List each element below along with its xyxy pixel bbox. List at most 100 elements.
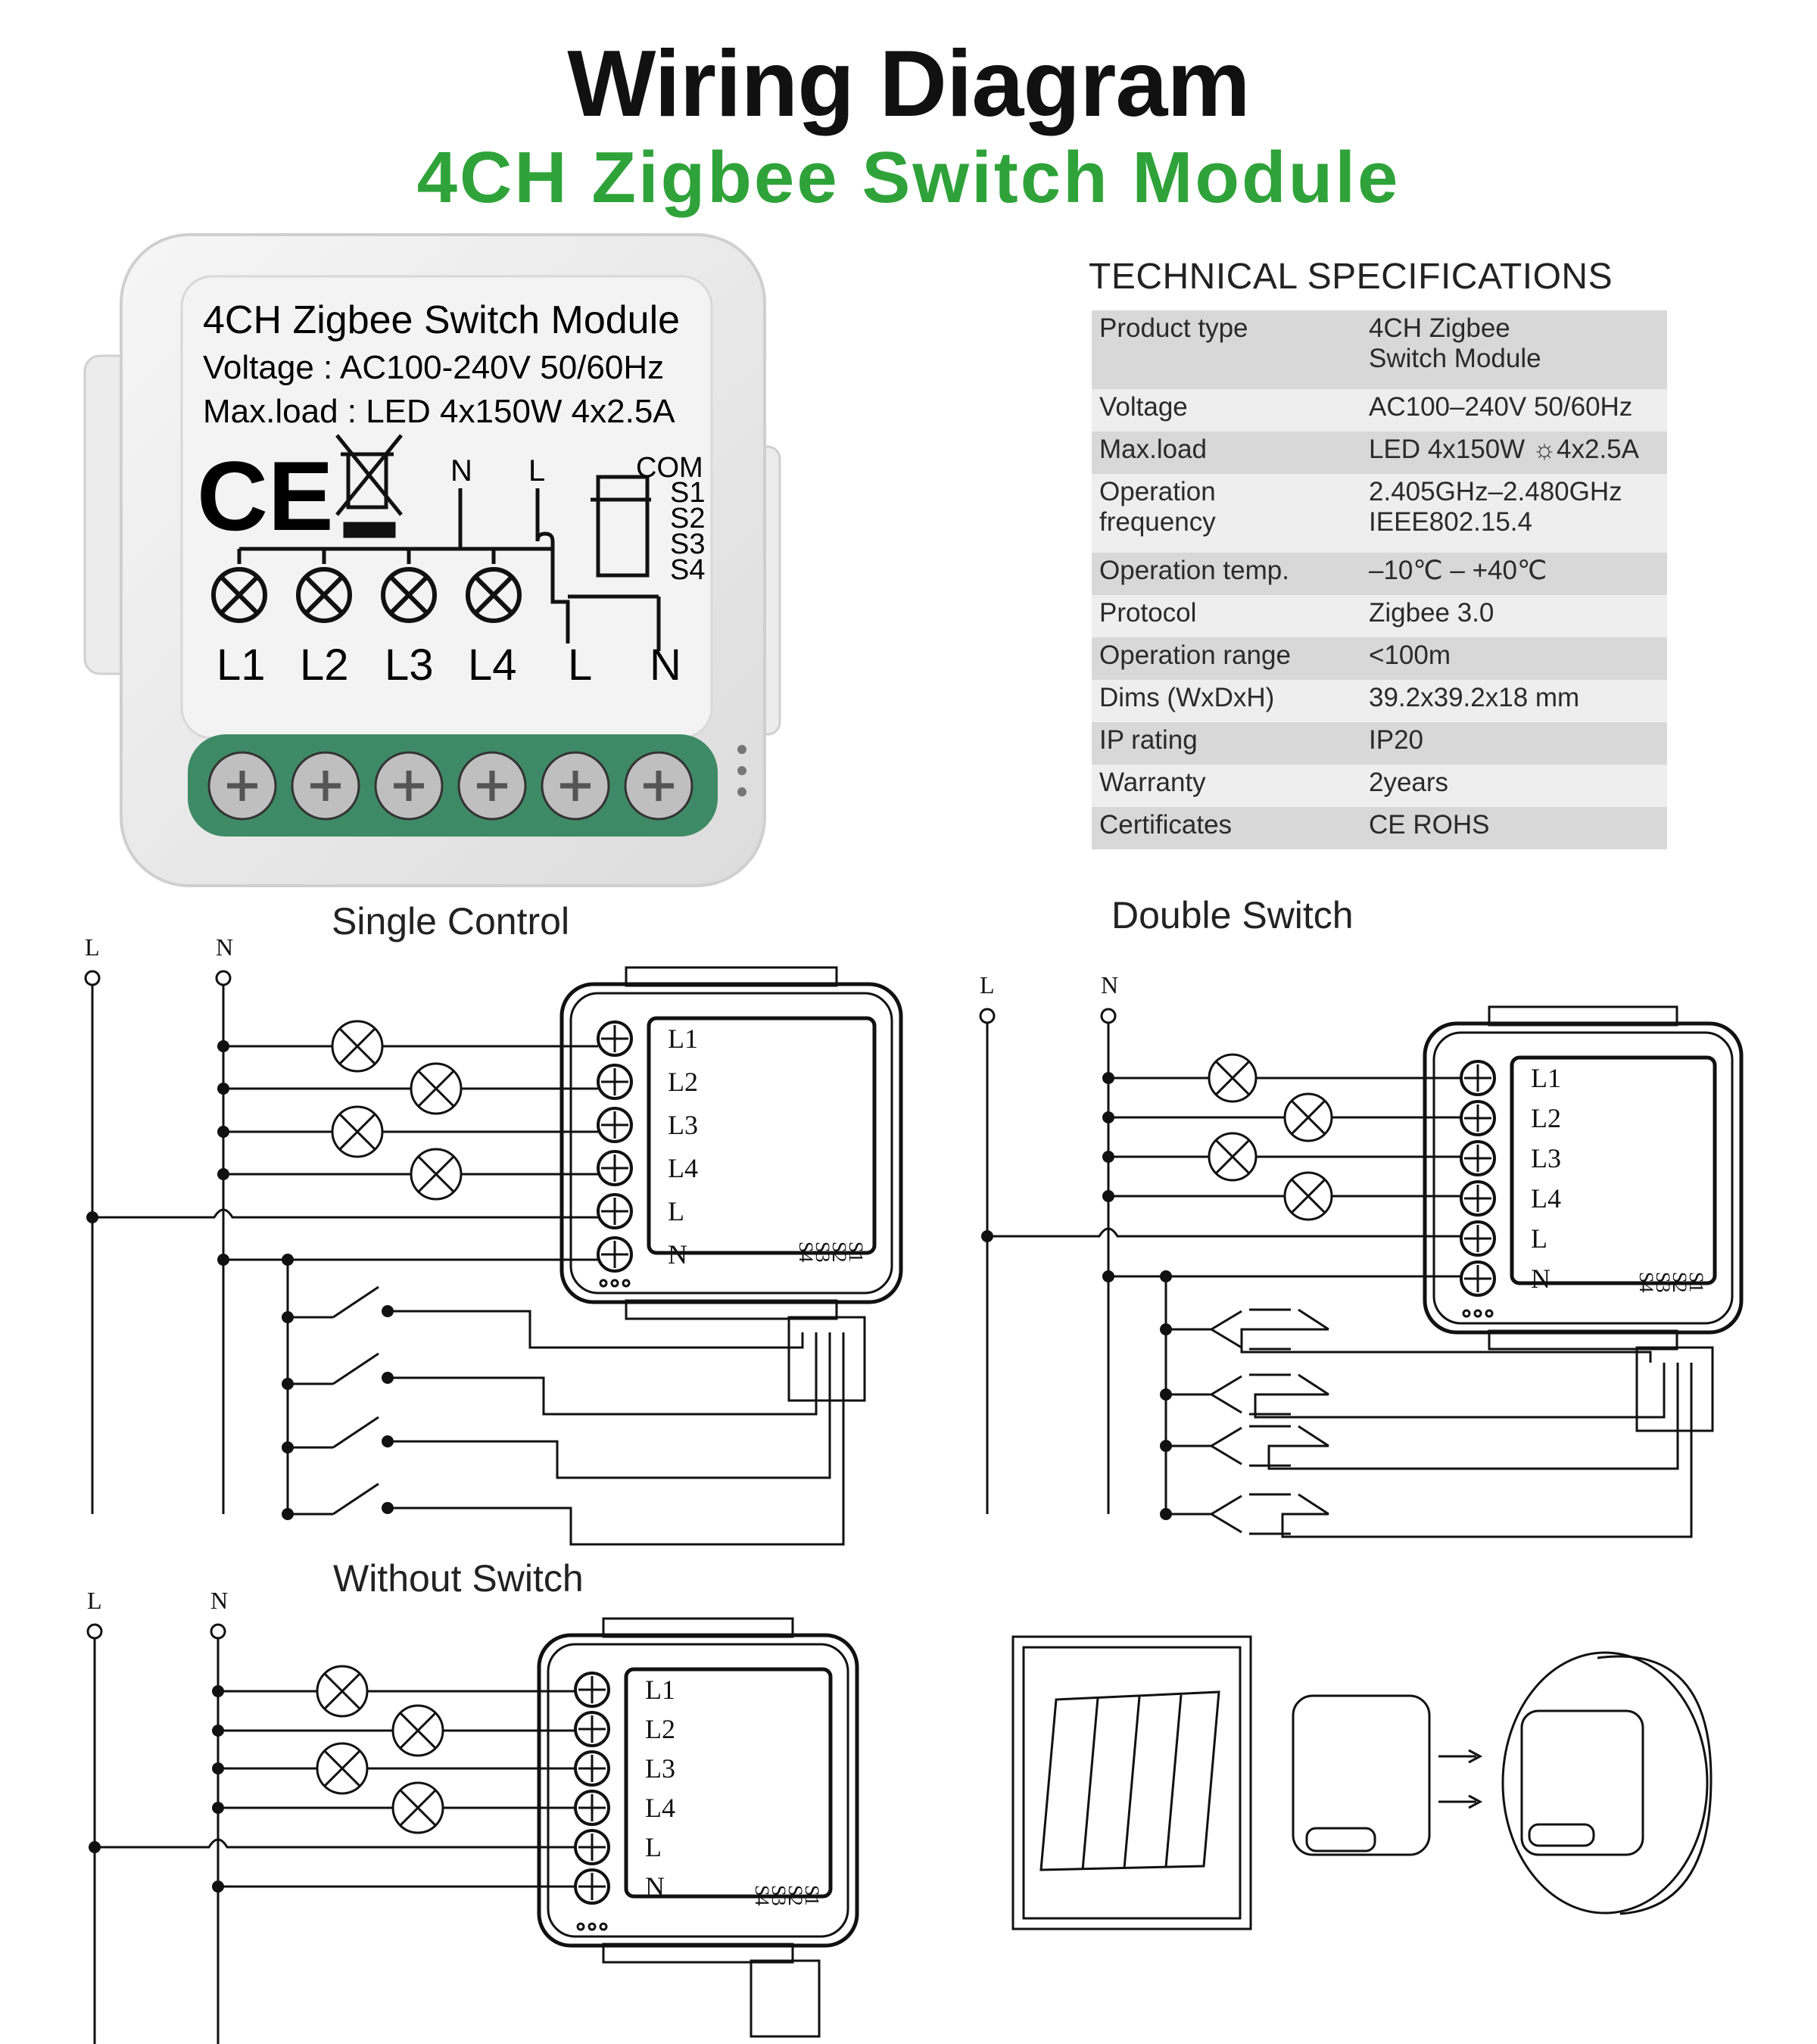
arrow-head xyxy=(1468,1749,1483,1764)
spec-value: Zigbee 3.0 xyxy=(1361,595,1667,637)
page-title: Wiring Diagram xyxy=(567,32,1250,136)
screw-terminal xyxy=(1460,1260,1496,1297)
spec-value-line: IEEE802.15.4 xyxy=(1369,507,1532,537)
rail-terminal xyxy=(210,1623,226,1640)
module-in-box xyxy=(1520,1709,1644,1856)
arrow-head xyxy=(1468,1794,1483,1809)
device-bottom-l4: L4 xyxy=(468,640,517,690)
switch-lead-bundle xyxy=(787,1316,866,1402)
module-inner-outline xyxy=(569,992,893,1295)
module-outline xyxy=(1423,1021,1744,1335)
module-small xyxy=(1292,1694,1431,1856)
rail-label-l: L xyxy=(85,933,100,961)
switch-lever xyxy=(332,1482,379,1516)
screw-terminal xyxy=(597,1236,633,1273)
switch-terminal-label: S2 xyxy=(1669,1272,1691,1292)
spec-value-line: 2.405GHz–2.480GHz xyxy=(1369,477,1622,506)
device-bottom-l1: L1 xyxy=(217,640,266,690)
section-single-control: Single Control xyxy=(332,900,570,943)
module-bottom-tab xyxy=(1488,1329,1678,1351)
module-terminal-label: L1 xyxy=(668,1024,698,1054)
rail-terminal xyxy=(84,970,101,986)
lamp-cross xyxy=(323,1750,361,1787)
switch-lever-b xyxy=(1211,1513,1242,1534)
live-feed xyxy=(95,1838,575,1849)
led-dot xyxy=(610,1279,619,1288)
lamp-cross xyxy=(399,1789,437,1827)
switch-terminal-label: S4 xyxy=(795,1242,817,1262)
module-terminal-label: N xyxy=(668,1239,687,1270)
module-terminal-label: L2 xyxy=(645,1714,675,1744)
module-terminal-label: L4 xyxy=(645,1793,675,1823)
device-term-l: L xyxy=(528,454,545,488)
switch-terminal-label: S2 xyxy=(784,1885,806,1905)
ce-mark: CE xyxy=(197,441,334,551)
switch-terminal-label: S3 xyxy=(768,1885,790,1905)
spec-value: IP20 xyxy=(1361,722,1667,765)
device-s3-label: S3 xyxy=(670,528,705,560)
switch-lever-a xyxy=(1211,1494,1242,1516)
switch-lever-a xyxy=(1211,1310,1242,1331)
device-bottom-l3: L3 xyxy=(385,640,434,690)
rail-label-n: N xyxy=(210,1587,228,1614)
switch-terminal-label: S1 xyxy=(1685,1272,1707,1292)
spec-value: CE ROHS xyxy=(1361,807,1667,849)
module-outline xyxy=(559,982,903,1304)
wall-switch-inner xyxy=(1022,1646,1242,1920)
rocker-divider xyxy=(1164,1694,1183,1868)
spec-value-part: 4x2.5A xyxy=(1557,435,1639,464)
module-terminal-label: L1 xyxy=(1531,1063,1561,1093)
installation-illustration xyxy=(1011,1635,1713,1930)
lamp-cross xyxy=(1215,1061,1250,1095)
rocker-divider xyxy=(1123,1696,1141,1869)
rail-label-n: N xyxy=(1101,971,1118,999)
device-label-line3: Max.load : LED 4x150W 4x2.5A xyxy=(203,393,675,430)
rail-label-l: L xyxy=(87,1587,102,1614)
module-terminal-label: L4 xyxy=(1531,1183,1561,1214)
switch-lever-c xyxy=(1298,1308,1329,1331)
terminal-screws xyxy=(207,751,693,821)
spec-value: <100m xyxy=(1361,637,1667,680)
module-terminal-label: L2 xyxy=(1531,1103,1561,1133)
lamp-cross xyxy=(323,1672,361,1710)
lamp-cross xyxy=(338,1113,376,1151)
module-terminal-label: N xyxy=(1531,1263,1551,1294)
module-terminal-label: L4 xyxy=(668,1153,698,1183)
switch-lead-bundle xyxy=(1635,1346,1714,1432)
switch-return xyxy=(388,1332,831,1479)
module-terminal-label: L xyxy=(668,1196,684,1226)
spec-value: AC100–240V 50/60Hz xyxy=(1361,389,1667,432)
screw-terminal xyxy=(1460,1180,1496,1217)
spec-value: LED 4x150W ☼4x2.5A xyxy=(1361,432,1667,474)
screw-terminal xyxy=(597,1064,633,1100)
switch-lever-b xyxy=(1211,1393,1242,1414)
screw-terminal xyxy=(597,1193,633,1229)
device-bottom-l2: L2 xyxy=(300,640,349,690)
switch-lever xyxy=(332,1352,379,1385)
lamp-cross xyxy=(1291,1179,1326,1214)
lamp-cross xyxy=(417,1070,455,1108)
rail-terminal xyxy=(215,970,232,986)
spec-key: Certificates xyxy=(1092,807,1361,849)
switch-lever-b xyxy=(1211,1328,1242,1349)
spec-key: IP rating xyxy=(1092,722,1361,765)
switch-return xyxy=(1254,1363,1666,1419)
spec-key: Max.load xyxy=(1092,432,1361,474)
lamp-cross xyxy=(399,1712,437,1750)
module-inner-outline xyxy=(547,1643,849,1938)
live-feed xyxy=(987,1227,1461,1238)
module-label-panel xyxy=(647,1016,877,1255)
device-s1-label: S1 xyxy=(670,477,705,509)
rocker-divider xyxy=(1081,1697,1099,1871)
device-term-n: N xyxy=(450,454,472,488)
spec-key: Protocol xyxy=(1092,595,1361,637)
led-dot xyxy=(587,1922,597,1931)
switch-lever xyxy=(332,1416,379,1449)
screw-terminal xyxy=(574,1672,610,1708)
